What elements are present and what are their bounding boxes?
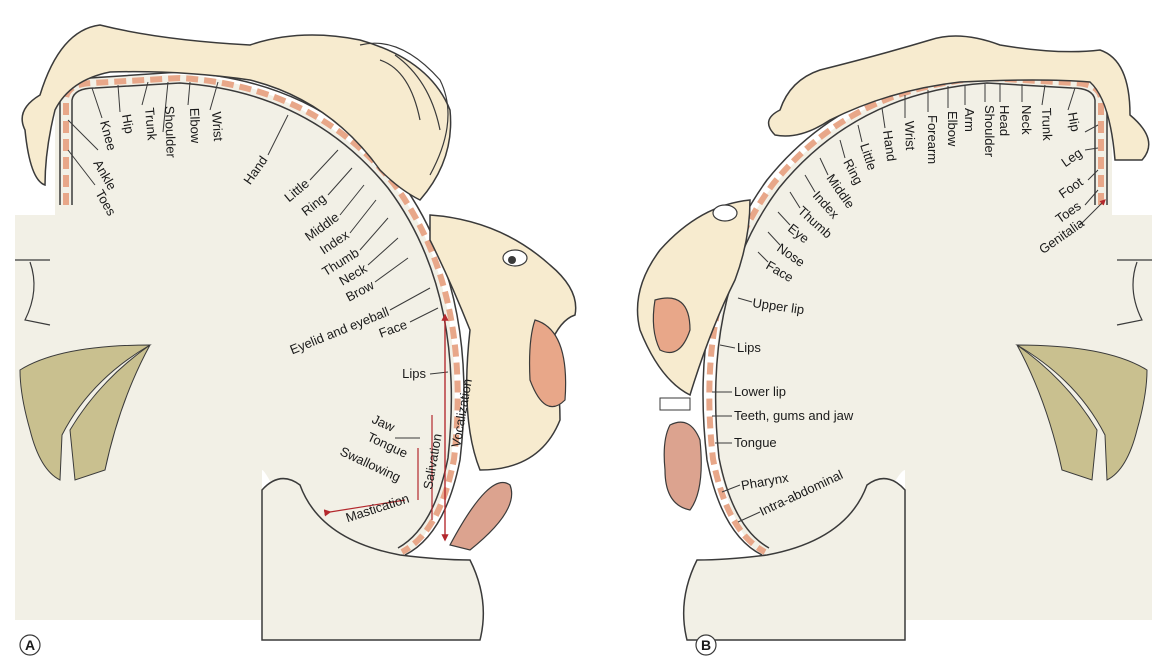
label-trunk: Trunk (1039, 108, 1055, 142)
label-neck: Neck (1019, 105, 1034, 135)
label-lips: Lips (402, 366, 426, 381)
label-lower-lip: Lower lip (734, 384, 786, 399)
label-lips: Lips (737, 340, 761, 355)
label-teeth-gums-and-jaw: Teeth, gums and jaw (734, 408, 854, 423)
label-head: Head (997, 105, 1012, 136)
panel-b: Genitalia Toes Foot Leg Hip Trunk Neck H… (638, 36, 1153, 655)
panel-a-letter: A (25, 637, 35, 653)
panel-a-tongue (450, 483, 512, 551)
label-wrist: Wrist (902, 121, 918, 151)
label-trunk: Trunk (142, 107, 160, 141)
label-arm: Arm (962, 108, 977, 132)
panel-b-teeth-icon (660, 398, 690, 410)
panel-a-pupil (508, 256, 516, 264)
label-elbow: Elbow (945, 111, 960, 147)
label-tongue: Tongue (734, 435, 777, 450)
label-wrist: Wrist (209, 111, 226, 142)
panel-b-tongue (664, 422, 701, 510)
panel-b-letter: B (701, 637, 711, 653)
panel-a: Toes Ankle Knee Hip Trunk Shoulder Elbow… (15, 25, 576, 655)
label-shoulder: Shoulder (162, 106, 179, 159)
panel-b-eye-icon (713, 205, 737, 221)
label-elbow: Elbow (187, 108, 203, 145)
label-forearm: Forearm (925, 115, 940, 164)
label-shoulder: Shoulder (982, 105, 997, 158)
